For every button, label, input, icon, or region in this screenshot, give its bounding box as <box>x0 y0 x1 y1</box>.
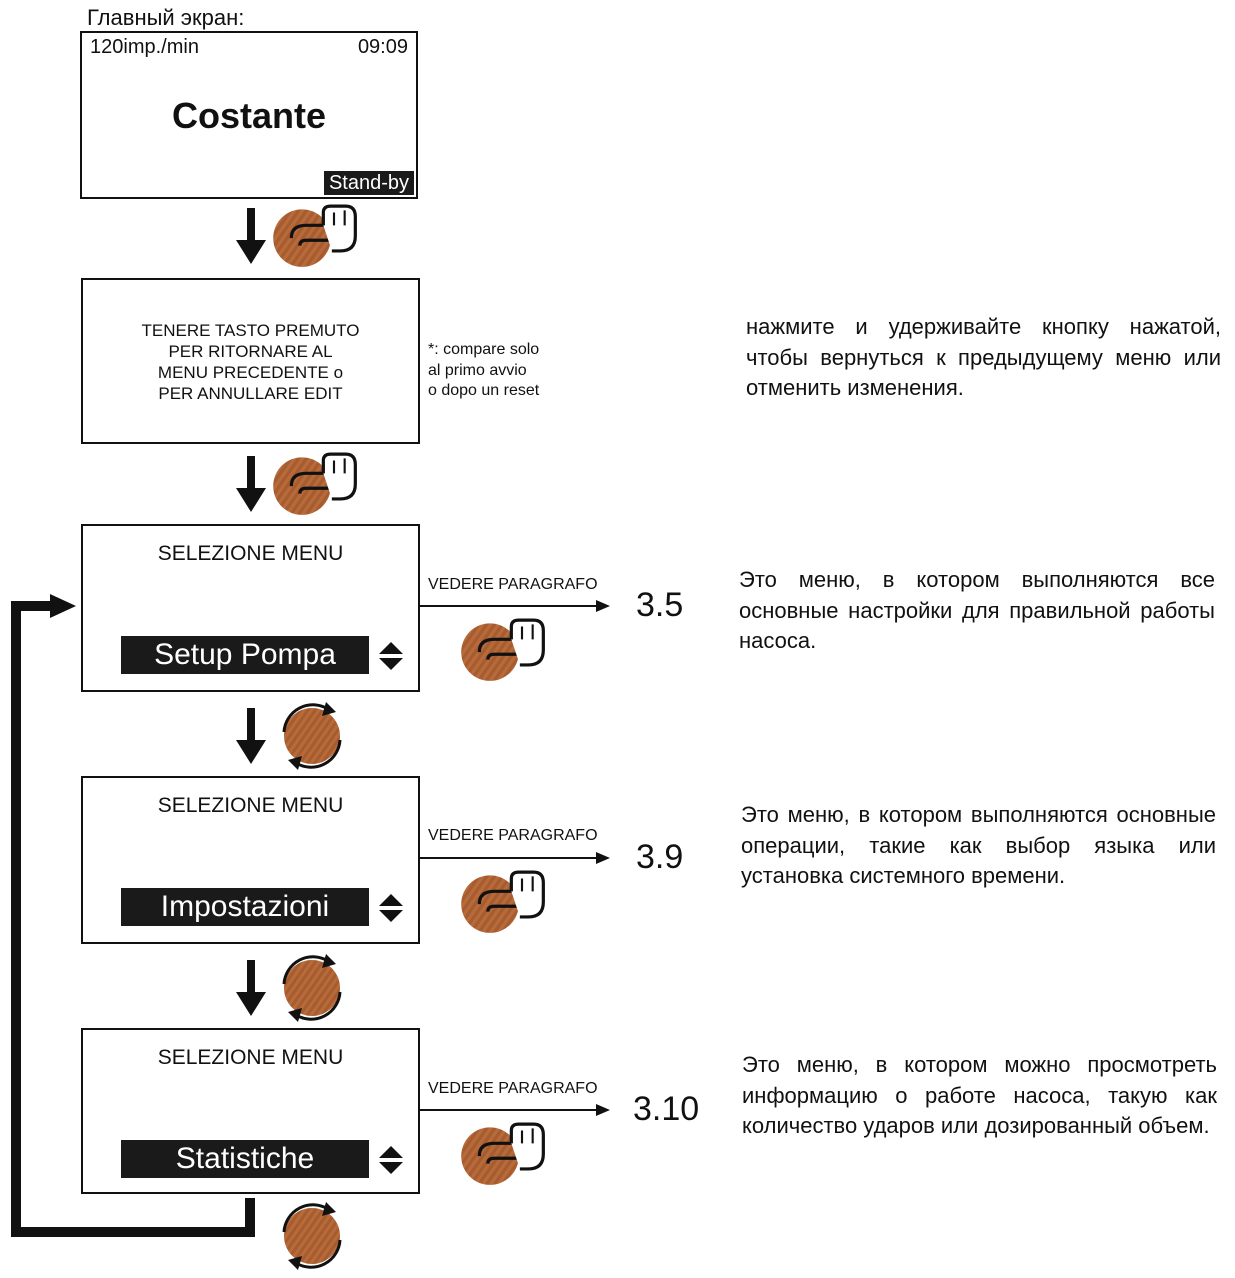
menu-description: Это меню, в котором выполняются основные… <box>741 802 1216 888</box>
first-start-footnote: *: compare solo al primo avvio o dopo un… <box>428 341 540 399</box>
see-paragraph-label: VEDERE PARAGRAFO <box>428 827 598 844</box>
hold-key-message: TENERE TASTO PREMUTO PER RITORNARE AL ME… <box>141 321 360 403</box>
menu-title: SELEZIONE MENU <box>157 542 344 565</box>
mode-label: Costante <box>171 95 327 136</box>
paragraph-ref[interactable]: 3.9 <box>636 838 684 876</box>
menu-item-setup-pompa[interactable]: Setup Pompa <box>121 636 369 674</box>
menu-screen-setup-pompa: SELEZIONE MENU Setup Pompa <box>81 524 420 692</box>
menu-item-statistiche[interactable]: Statistiche <box>121 1140 369 1178</box>
paragraph-ref[interactable]: 3.5 <box>636 586 684 624</box>
menu-screen-statistiche: SELEZIONE MENU Statistiche <box>81 1028 420 1194</box>
hold-key-description: нажмите и удерживайте кнопку нажатой, чт… <box>746 314 1221 400</box>
menu-title: SELEZIONE MENU <box>157 1046 344 1069</box>
menu-description: Это меню, в котором можно просмотреть ин… <box>742 1052 1217 1138</box>
main-screen-display: 120imp./min 09:09 Costante Stand-by <box>80 31 418 199</box>
menu-screen-impostazioni: SELEZIONE MENU Impostazioni <box>81 776 420 944</box>
clock-time: 09:09 <box>357 36 408 58</box>
main-screen-caption: Главный экран: <box>87 5 245 30</box>
menu-description: Это меню, в котором выполняются все осно… <box>739 567 1215 653</box>
menu-title: SELEZIONE MENU <box>157 794 344 817</box>
arrow-right-icon <box>420 1104 610 1116</box>
arrow-right-icon <box>420 852 610 864</box>
paragraph-ref[interactable]: 3.10 <box>633 1090 700 1128</box>
see-paragraph-label: VEDERE PARAGRAFO <box>428 576 598 593</box>
menu-item-impostazioni[interactable]: Impostazioni <box>121 888 369 926</box>
pulse-rate: 120imp./min <box>90 36 199 58</box>
see-paragraph-label: VEDERE PARAGRAFO <box>428 1080 598 1097</box>
status-badge: Stand-by <box>323 171 414 195</box>
hold-key-screen: TENERE TASTO PREMUTO PER RITORNARE AL ME… <box>81 278 420 444</box>
arrow-right-icon <box>420 600 610 612</box>
